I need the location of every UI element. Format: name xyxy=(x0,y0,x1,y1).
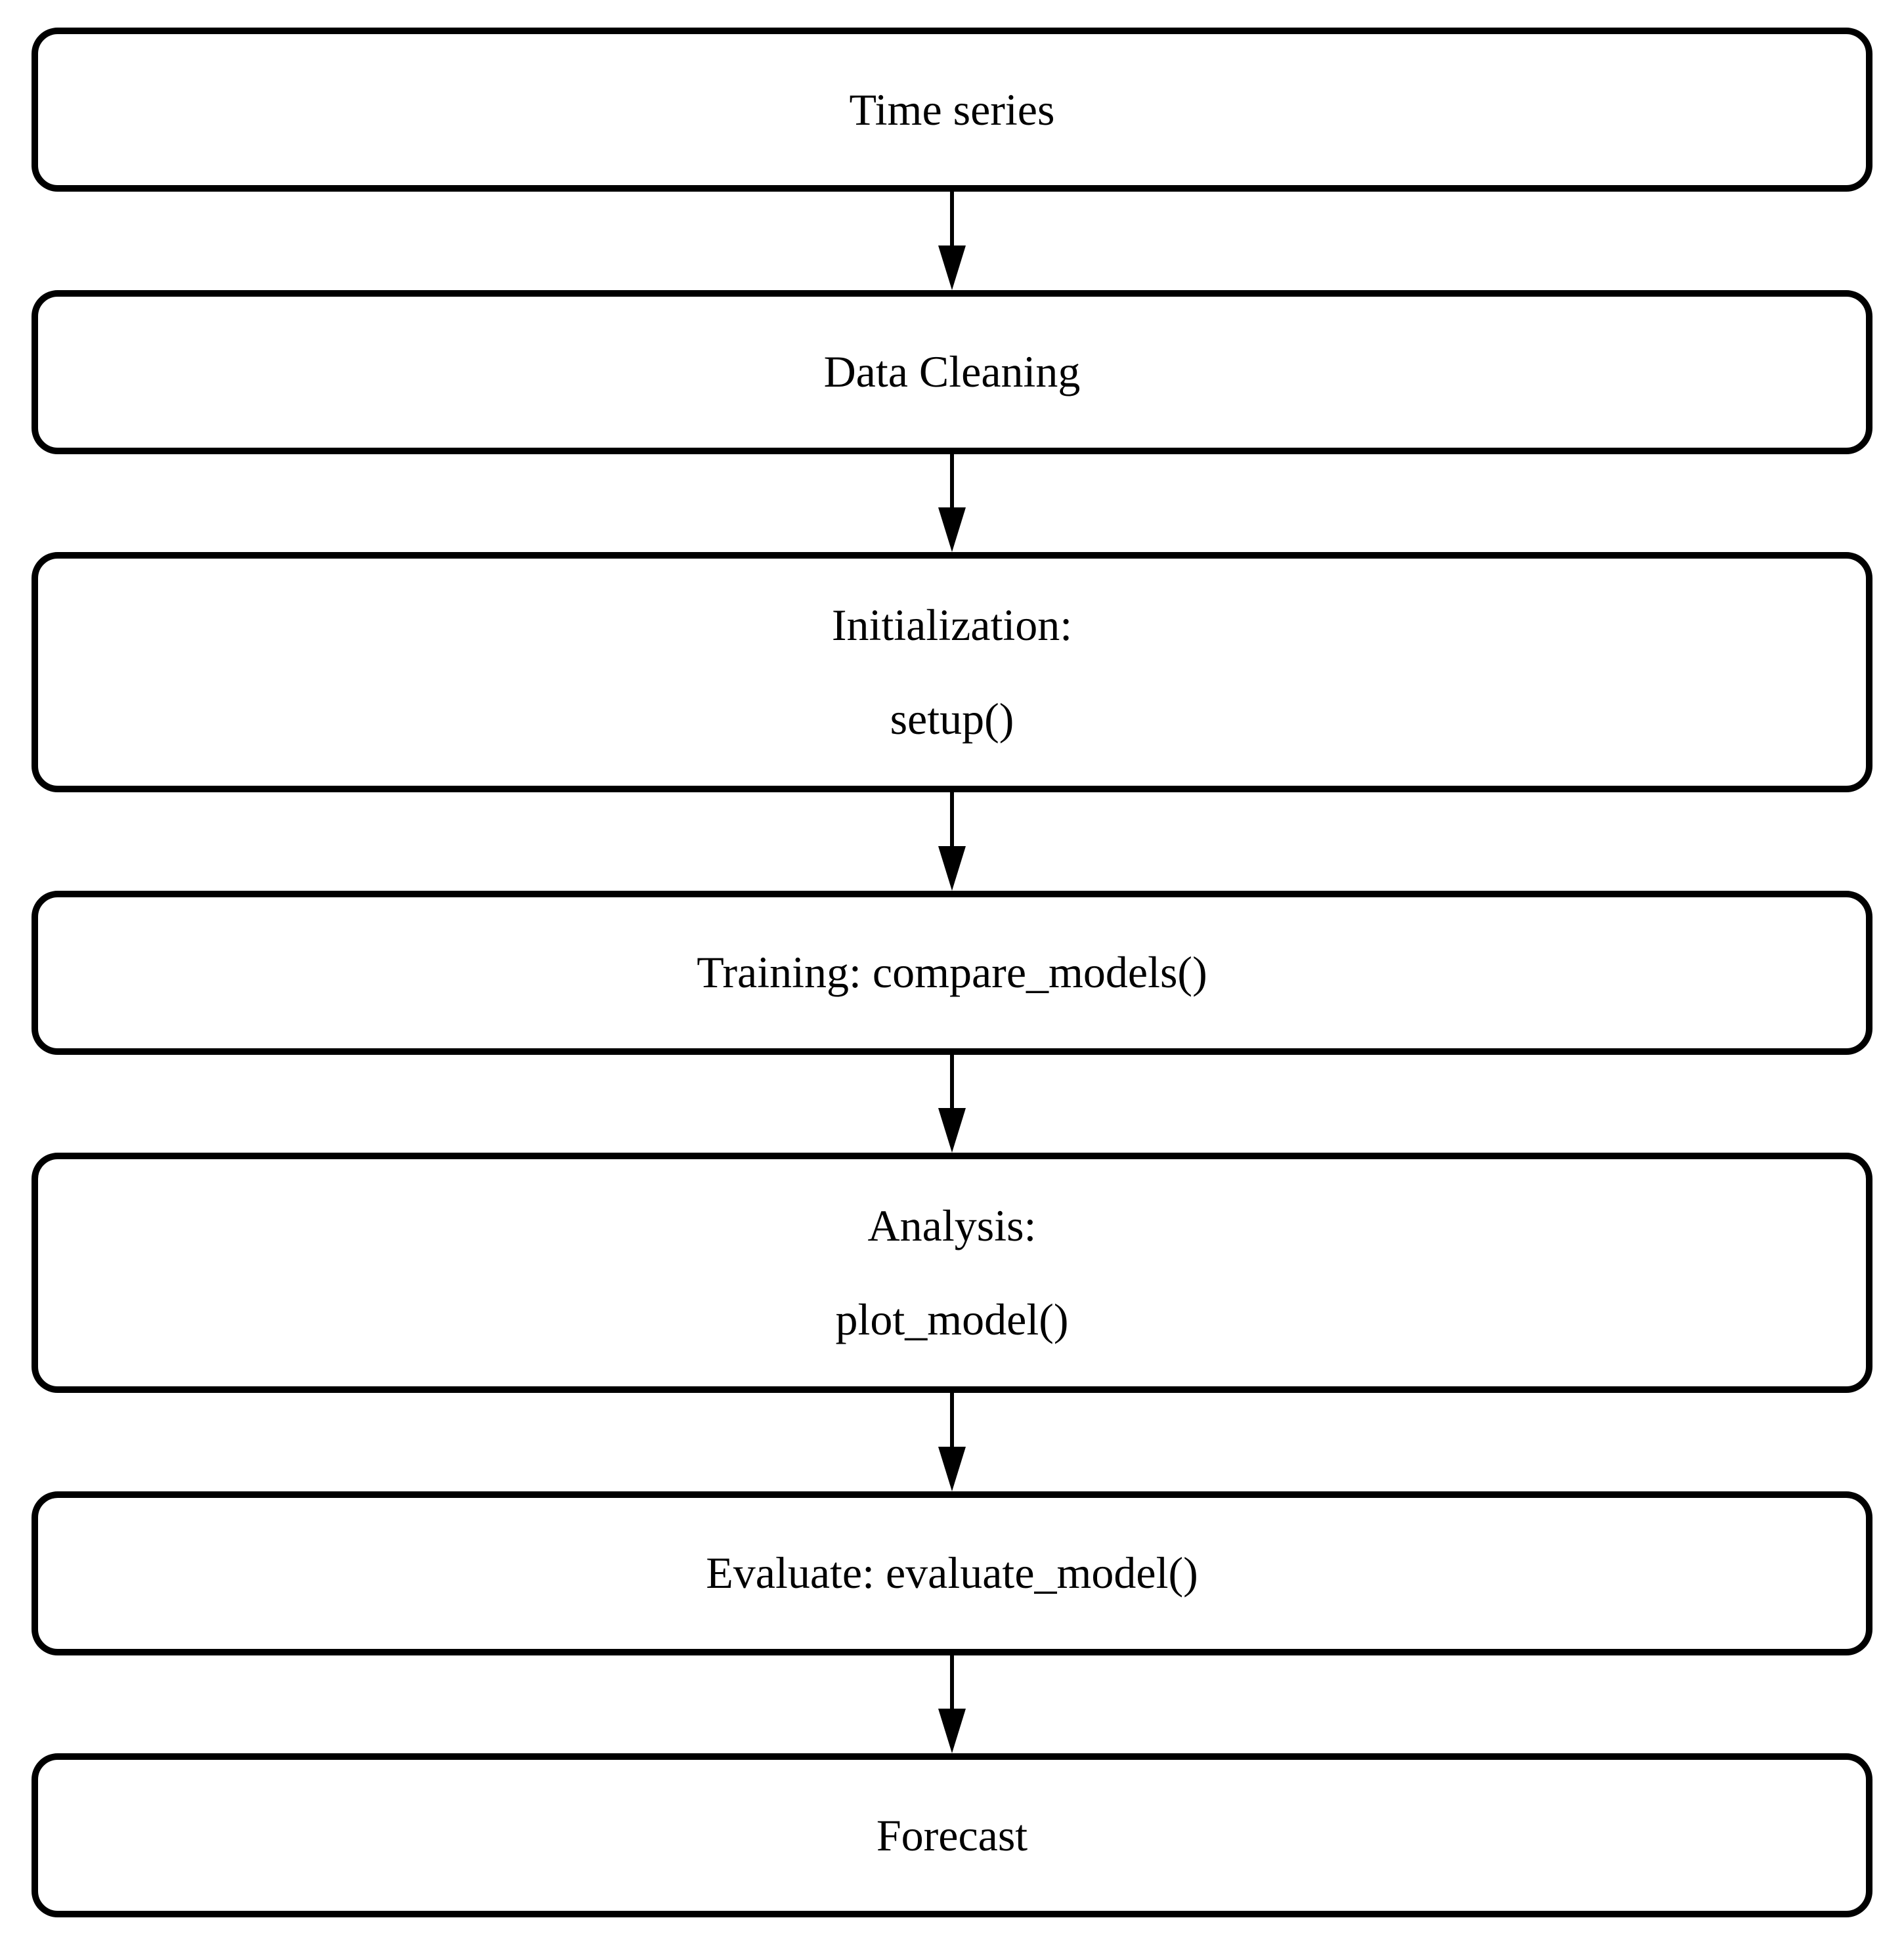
flow-node-analysis: Analysis: plot_model() xyxy=(32,1153,1872,1393)
flow-node-evaluate: Evaluate: evaluate_model() xyxy=(32,1491,1872,1655)
arrow-head xyxy=(938,1108,966,1153)
arrow-head xyxy=(938,245,966,290)
arrow-head xyxy=(938,1446,966,1491)
arrow-shaft xyxy=(950,792,954,846)
arrow-down-icon xyxy=(32,792,1872,891)
flow-node-forecast: Forecast xyxy=(32,1753,1872,1917)
flow-node-time-series: Time series xyxy=(32,28,1872,192)
arrow-down-icon xyxy=(32,1054,1872,1153)
arrow-shaft xyxy=(950,454,954,507)
arrow-down-icon xyxy=(32,1655,1872,1753)
arrow-head xyxy=(938,845,966,891)
flow-node-data-cleaning: Data Cleaning xyxy=(32,289,1872,454)
arrow-head xyxy=(938,507,966,552)
node-label: Forecast xyxy=(876,1810,1028,1860)
node-label: Initialization: xyxy=(831,600,1073,650)
node-label: Analysis: xyxy=(867,1201,1037,1250)
arrow-shaft xyxy=(950,1393,954,1447)
arrow-down-icon xyxy=(32,454,1872,552)
arrow-shaft xyxy=(950,1655,954,1709)
arrow-down-icon xyxy=(32,192,1872,290)
flow-node-initialization: Initialization: setup() xyxy=(32,552,1872,792)
flow-node-training: Training: compare_models() xyxy=(32,890,1872,1055)
arrow-shaft xyxy=(950,192,954,245)
node-label: Time series xyxy=(849,84,1055,135)
node-label: Training: compare_models() xyxy=(697,947,1207,997)
node-sublabel: setup() xyxy=(890,694,1014,744)
node-sublabel: plot_model() xyxy=(835,1294,1069,1344)
arrow-down-icon xyxy=(32,1393,1872,1491)
node-label: Evaluate: evaluate_model() xyxy=(706,1548,1198,1598)
arrow-shaft xyxy=(950,1054,954,1108)
arrow-head xyxy=(938,1709,966,1753)
node-label: Data Cleaning xyxy=(823,347,1081,396)
